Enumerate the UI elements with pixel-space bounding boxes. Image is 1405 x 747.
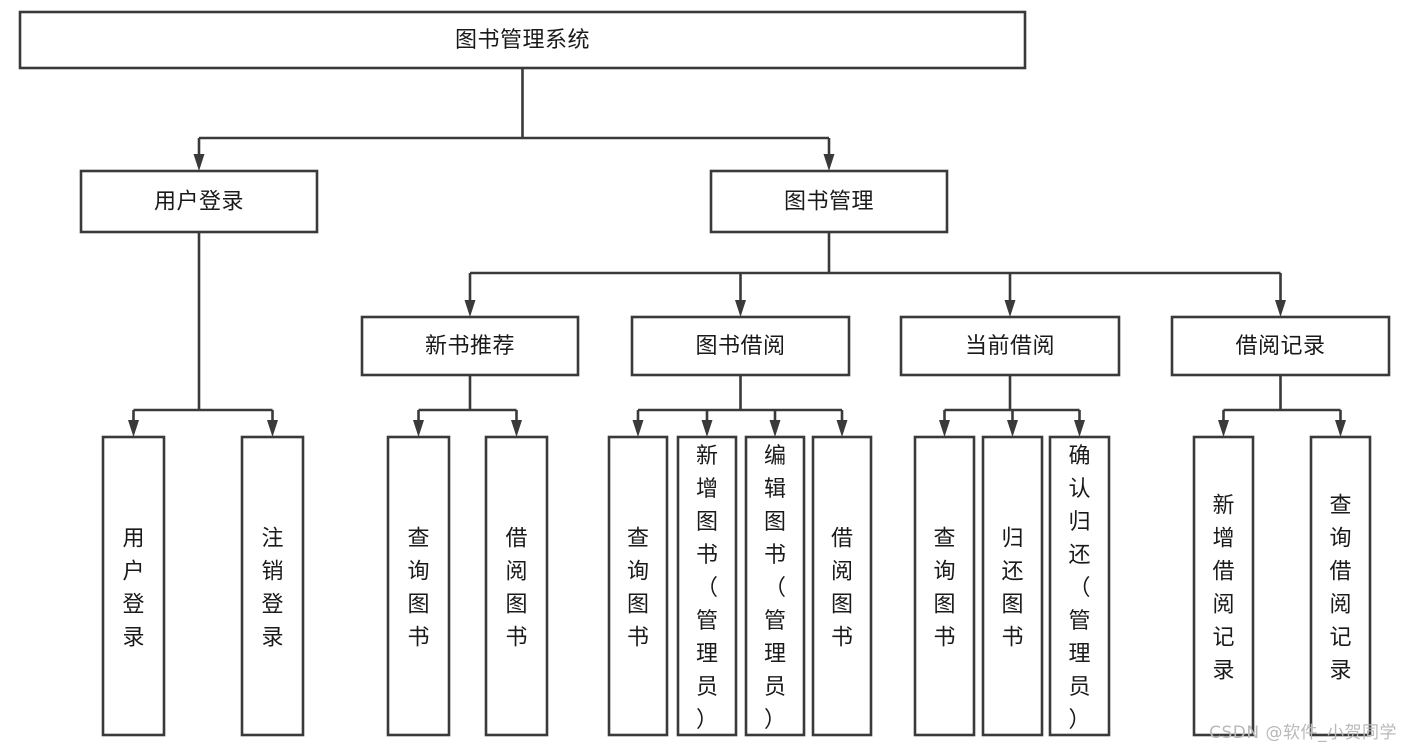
node-label-borrow-record: 借阅记录 <box>1235 334 1325 359</box>
node-box-leaf-confirm-return[interactable] <box>1048 435 1111 737</box>
node-label-book-borrow: 图书借阅 <box>695 334 785 359</box>
node-label-book-management: 图书管理 <box>784 190 874 215</box>
node-leaf-add-book[interactable]: 新增图书（管理员） <box>676 435 738 737</box>
node-new-book-recommend[interactable]: 新书推荐 <box>360 315 580 377</box>
node-box-leaf-add-book[interactable] <box>676 435 738 737</box>
node-label-leaf-borrow-book-recommend: 借阅图书 <box>505 527 527 651</box>
node-label-leaf-logout: 注销登录 <box>261 527 283 651</box>
nodes-layer: 图书管理系统用户登录图书管理新书推荐图书借阅当前借阅借阅记录用户登录注销登录查询… <box>18 10 1391 737</box>
node-current-borrow[interactable]: 当前借阅 <box>899 315 1121 377</box>
node-box-book-management[interactable] <box>709 169 949 234</box>
node-root[interactable]: 图书管理系统 <box>18 10 1027 70</box>
node-label-current-borrow: 当前借阅 <box>965 334 1055 359</box>
node-box-book-borrow[interactable] <box>630 315 851 377</box>
node-box-new-book-recommend[interactable] <box>360 315 580 377</box>
arrow-icon-leaf-add-book <box>701 420 713 437</box>
node-box-leaf-return-book[interactable] <box>981 435 1044 737</box>
node-leaf-logout[interactable]: 注销登录 <box>240 435 305 737</box>
node-label-leaf-borrow-book: 借阅图书 <box>831 527 853 651</box>
arrow-icon-book-management <box>823 154 835 171</box>
node-box-leaf-query-borrow-record[interactable] <box>1309 435 1372 737</box>
node-label-leaf-add-borrow-record: 新增借阅记录 <box>1212 494 1234 684</box>
node-box-leaf-borrow-book-recommend[interactable] <box>484 435 549 737</box>
node-leaf-confirm-return[interactable]: 确认归还（管理员） <box>1048 435 1111 737</box>
node-user-login[interactable]: 用户登录 <box>79 169 319 234</box>
arrow-icon-user-login <box>193 154 205 171</box>
node-leaf-query-borrow-record[interactable]: 查询借阅记录 <box>1309 435 1372 737</box>
node-label-leaf-confirm-return: 确认归还（管理员） <box>1068 444 1090 733</box>
node-box-leaf-logout[interactable] <box>240 435 305 737</box>
arrow-icon-leaf-borrow-book-recommend <box>511 420 522 437</box>
node-leaf-add-borrow-record[interactable]: 新增借阅记录 <box>1192 435 1255 737</box>
node-box-leaf-query-book-recommend[interactable] <box>386 435 451 737</box>
node-box-current-borrow[interactable] <box>899 315 1121 377</box>
arrow-icon-leaf-add-borrow-record <box>1218 420 1229 437</box>
node-box-leaf-borrow-book[interactable] <box>811 435 873 737</box>
node-label-user-login: 用户登录 <box>154 190 244 215</box>
node-box-leaf-add-borrow-record[interactable] <box>1192 435 1255 737</box>
node-box-leaf-query-book-current[interactable] <box>913 435 976 737</box>
arrow-icon-leaf-confirm-return <box>1074 420 1085 437</box>
arrow-icon-leaf-return-book <box>1007 420 1018 437</box>
node-label-leaf-return-book: 归还图书 <box>1001 527 1023 651</box>
node-label-new-book-recommend: 新书推荐 <box>425 334 515 359</box>
arrow-icon-leaf-query-borrow-record <box>1335 420 1346 437</box>
arrow-icon-current-borrow <box>1004 300 1016 317</box>
node-box-leaf-user-login[interactable] <box>101 435 166 737</box>
node-box-borrow-record[interactable] <box>1170 315 1391 377</box>
arrow-icon-leaf-borrow-book <box>836 420 848 437</box>
connectors-layer <box>128 68 1346 437</box>
node-label-leaf-add-book: 新增图书（管理员） <box>696 444 718 733</box>
node-label-leaf-query-book-recommend: 查询图书 <box>407 527 429 651</box>
arrow-icon-leaf-edit-book <box>769 420 781 437</box>
node-box-leaf-edit-book[interactable] <box>744 435 806 737</box>
node-label-leaf-query-borrow-record: 查询借阅记录 <box>1329 494 1351 684</box>
node-borrow-record[interactable]: 借阅记录 <box>1170 315 1391 377</box>
arrow-icon-new-book-recommend <box>464 300 476 317</box>
node-label-leaf-edit-book: 编辑图书（管理员） <box>764 444 786 733</box>
node-box-user-login[interactable] <box>79 169 319 234</box>
node-label-leaf-query-book-current: 查询图书 <box>933 527 955 651</box>
node-leaf-query-book-recommend[interactable]: 查询图书 <box>386 435 451 737</box>
node-leaf-edit-book[interactable]: 编辑图书（管理员） <box>744 435 806 737</box>
arrow-icon-leaf-user-login <box>128 420 139 437</box>
node-label-root: 图书管理系统 <box>455 28 590 53</box>
arrow-icon-book-borrow <box>735 300 746 317</box>
node-label-leaf-query-book-borrow: 查询图书 <box>627 527 649 651</box>
node-label-leaf-user-login: 用户登录 <box>122 527 144 651</box>
node-leaf-user-login[interactable]: 用户登录 <box>101 435 166 737</box>
arrow-icon-leaf-logout <box>267 420 278 437</box>
arrow-icon-leaf-query-book-recommend <box>413 420 424 437</box>
node-leaf-query-book-current[interactable]: 查询图书 <box>913 435 976 737</box>
node-leaf-query-book-borrow[interactable]: 查询图书 <box>607 435 669 737</box>
node-book-borrow[interactable]: 图书借阅 <box>630 315 851 377</box>
arrow-icon-leaf-query-book-borrow <box>632 420 644 437</box>
node-book-management[interactable]: 图书管理 <box>709 169 949 234</box>
node-box-root[interactable] <box>18 10 1027 70</box>
arrow-icon-borrow-record <box>1275 300 1286 317</box>
arrow-icon-leaf-query-book-current <box>939 420 950 437</box>
node-leaf-borrow-book[interactable]: 借阅图书 <box>811 435 873 737</box>
node-leaf-borrow-book-recommend[interactable]: 借阅图书 <box>484 435 549 737</box>
node-box-leaf-query-book-borrow[interactable] <box>607 435 669 737</box>
node-leaf-return-book[interactable]: 归还图书 <box>981 435 1044 737</box>
